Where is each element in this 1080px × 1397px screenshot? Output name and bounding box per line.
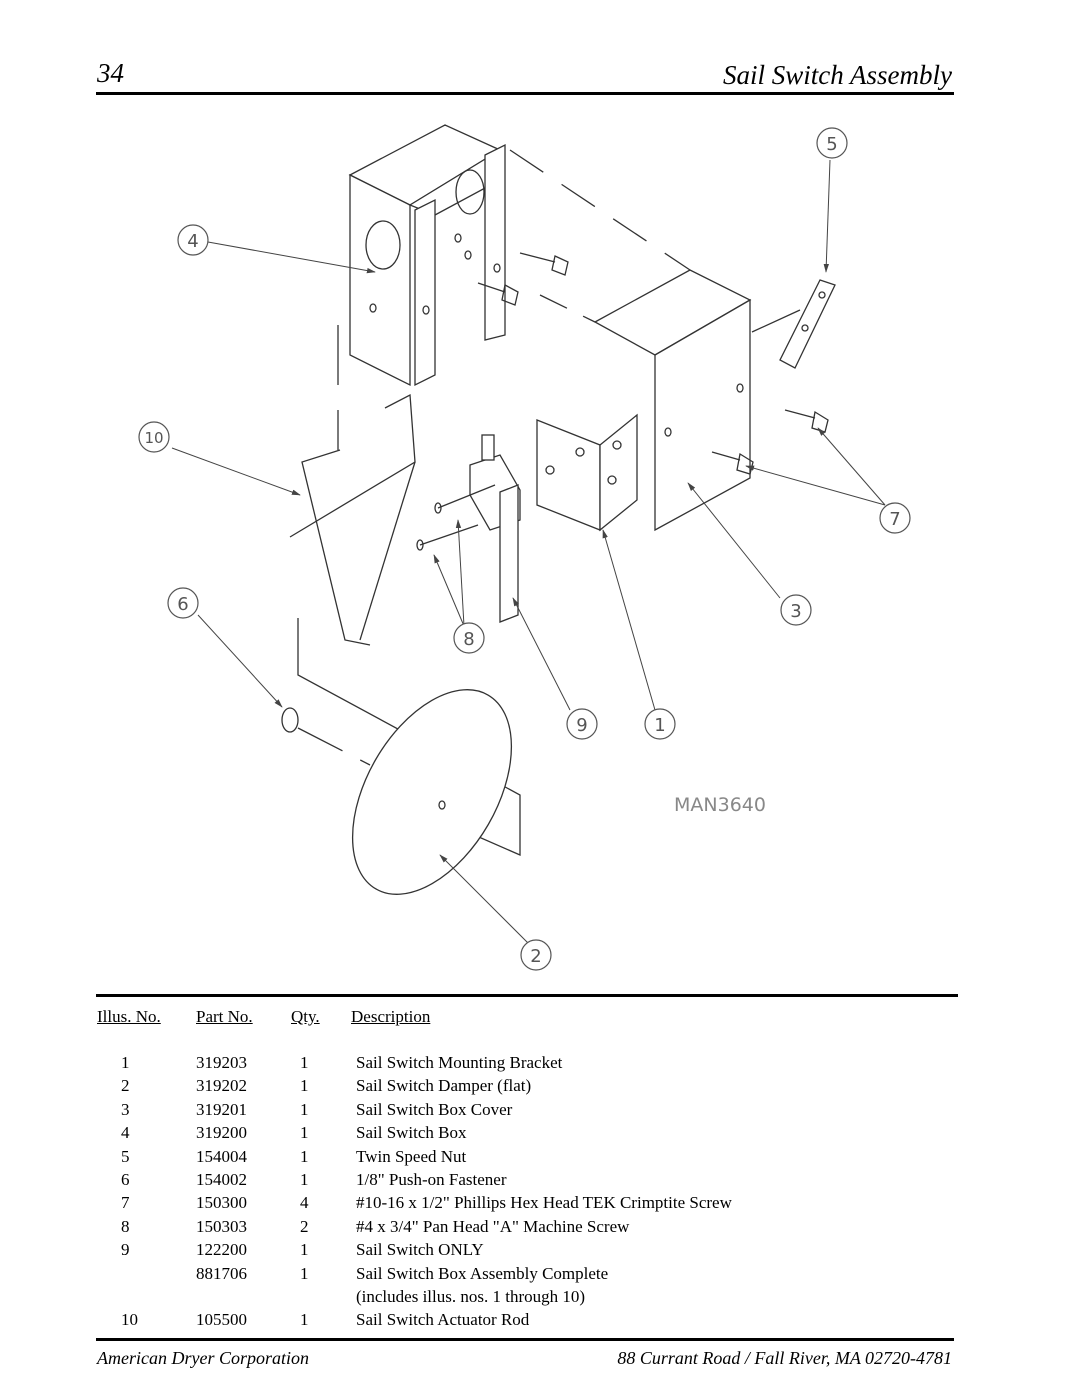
part-no-cell: 319202 [196,1076,247,1096]
sail-switch-box [348,124,506,387]
part-no-cell: 319203 [196,1053,247,1072]
qty-cell: 1 [300,1170,309,1189]
header-illus-no: Illus. No. [97,1007,161,1026]
part-no-cell: 319201 [196,1099,247,1119]
footer-address: 88 Currant Road / Fall River, MA 02720-4… [617,1348,952,1368]
part-no-cell: 154004 [196,1146,247,1166]
callout-6 [167,587,199,619]
description-cell: 1/8" Push-on Fastener [356,1170,507,1189]
callout-9-label: 9 [576,715,587,736]
description-cell: #4 x 3/4" Pan Head "A" Machine Screw [356,1216,630,1236]
part-no-cell: 319200 [196,1123,247,1143]
qty-cell: 2 [300,1216,309,1236]
tek-screws [477,252,829,475]
illus-no-cell: 10 [121,1310,138,1330]
qty-cell: 1 [300,1099,309,1119]
illus-no-cell: 6 [121,1170,130,1189]
description-cell: Sail Switch Actuator Rod [356,1310,530,1330]
footer-rule [96,1338,954,1341]
callout-5 [816,127,848,159]
callout-6-label: 6 [177,594,188,615]
qty-cell: 4 [300,1193,309,1213]
callout-2-label: 2 [530,946,541,967]
description-cell: Sail Switch Box Cover [356,1099,513,1119]
illus-no-cell: 8 [121,1216,130,1236]
callout-2 [520,939,552,971]
qty-cell: 1 [300,1053,309,1072]
part-no-cell: 122200 [196,1240,247,1260]
part-no-cell: 150303 [196,1216,247,1236]
qty-cell: 1 [300,1240,309,1260]
twin-speed-nut [751,279,836,369]
illus-no-cell: 7 [121,1193,130,1213]
illus-no-cell: 2 [121,1076,130,1096]
callout-1-label: 1 [654,715,665,736]
part-no-cell: 881706 [196,1263,247,1283]
footer-company: American Dryer Corporation [97,1348,309,1368]
description-cell: Sail Switch Damper (flat) [356,1076,532,1096]
description-cell: Sail Switch Box Assembly Complete [356,1263,609,1283]
callout-8 [453,622,485,654]
callout-3-label: 3 [790,601,801,622]
description-cell: #10-16 x 1/2" Phillips Hex Head TEK Crim… [356,1193,732,1213]
illus-no-cell: 9 [121,1240,130,1260]
callout-10-label: 10 [144,429,163,447]
illus-no-cell: 3 [121,1099,130,1119]
part-no-cell: 154002 [196,1170,247,1189]
illus-no-cell: 4 [121,1123,130,1143]
callout-7 [879,502,911,534]
sail-switch-damper [297,618,521,895]
callout-5-label: 5 [826,134,837,155]
callout-1 [644,708,676,740]
exploded-parts-diagram: 4 5 10 7 3 6 8 9 1 2 MAN3640 [138,124,911,971]
callout-7-label: 7 [889,509,900,530]
qty-cell: 1 [300,1310,309,1330]
sail-switch [416,434,521,623]
header-part-no: Part No. [196,1007,253,1026]
callout-3 [780,594,812,626]
description-cell: (includes illus. nos. 1 through 10) [356,1287,586,1306]
qty-cell: 1 [300,1263,309,1283]
qty-cell: 1 [300,1123,309,1143]
qty-cell: 1 [300,1076,309,1096]
callout-4-label: 4 [187,231,198,252]
push-on-fastener [281,707,371,766]
qty-cell: 1 [300,1146,309,1166]
part-no-cell: 150300 [196,1193,247,1213]
callout-9 [566,708,598,740]
description-cell: Sail Switch Mounting Bracket [356,1053,563,1072]
description-cell: Twin Speed Nut [356,1146,467,1166]
illus-no-cell: 5 [121,1146,130,1166]
callout-8-label: 8 [463,629,474,650]
table-top-rule [96,994,958,997]
header-qty: Qty. [291,1007,320,1026]
callout-4 [177,224,209,256]
drawing-code: MAN3640 [674,794,766,816]
description-cell: Sail Switch ONLY [356,1240,484,1260]
callout-10 [138,421,170,453]
description-cell: Sail Switch Box [356,1123,467,1143]
sail-switch-actuator-rod [289,325,416,646]
page-title: Sail Switch Assembly [723,60,952,90]
sail-switch-box-cover [509,149,752,532]
header-rule [96,92,954,95]
illus-no-cell: 1 [121,1053,130,1072]
part-no-cell: 105500 [196,1310,247,1330]
header-description: Description [351,1007,431,1026]
sail-switch-mounting-bracket [536,413,638,532]
page-number: 34 [97,58,124,88]
